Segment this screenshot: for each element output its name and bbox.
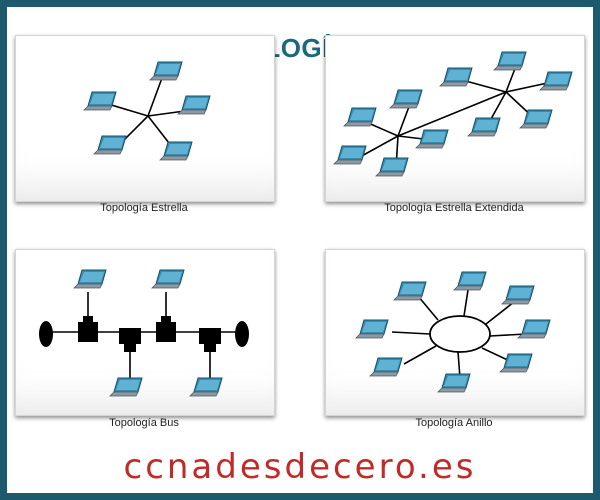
laptop-icon	[439, 67, 473, 87]
terminator-icon	[235, 321, 249, 347]
laptop-icon	[493, 51, 527, 71]
star-diagram	[83, 61, 211, 161]
laptop-icon	[375, 157, 409, 177]
laptop-icon	[389, 89, 423, 109]
laptop-icon	[333, 145, 367, 165]
extended-star-diagram	[333, 51, 573, 177]
laptop-icon	[437, 373, 471, 393]
laptop-icon	[343, 107, 377, 127]
laptop-icon	[189, 377, 223, 397]
footer-brand: ccnadesdecero.es	[123, 447, 477, 487]
bus-diagram	[39, 269, 249, 397]
caption-extended-star: Topología Estrella Extendida	[384, 202, 524, 214]
laptop-icon	[369, 357, 403, 377]
laptop-icon	[453, 271, 487, 291]
laptop-icon	[393, 281, 427, 301]
page-frame: TOPOLOGÍA LAN Topología Estrella	[7, 7, 593, 493]
laptop-icon	[501, 285, 535, 305]
laptop-icon	[539, 71, 573, 91]
caption-ring: Topología Anillo	[415, 417, 493, 429]
laptop-icon	[517, 319, 551, 339]
laptop-icon	[355, 319, 389, 339]
laptop-icon	[519, 109, 553, 129]
laptop-icon	[151, 269, 185, 289]
bus-nodes	[78, 316, 221, 352]
caption-star: Topología Estrella	[100, 202, 188, 214]
laptop-icon	[499, 353, 533, 373]
laptop-icon	[93, 135, 127, 155]
laptop-icon	[83, 91, 117, 111]
terminator-icon	[39, 321, 53, 347]
panel-star	[15, 35, 275, 202]
panel-extended-star	[325, 35, 585, 202]
laptop-icon	[73, 269, 107, 289]
caption-bus: Topología Bus	[109, 417, 179, 429]
panel-bus	[15, 249, 275, 416]
laptop-icon	[149, 61, 183, 81]
laptop-icon	[467, 117, 501, 137]
laptop-icon	[159, 141, 193, 161]
ring-diagram	[355, 271, 551, 393]
panel-ring	[325, 249, 585, 416]
laptop-icon	[177, 95, 211, 115]
laptop-icon	[109, 377, 143, 397]
ring-node	[429, 315, 491, 353]
